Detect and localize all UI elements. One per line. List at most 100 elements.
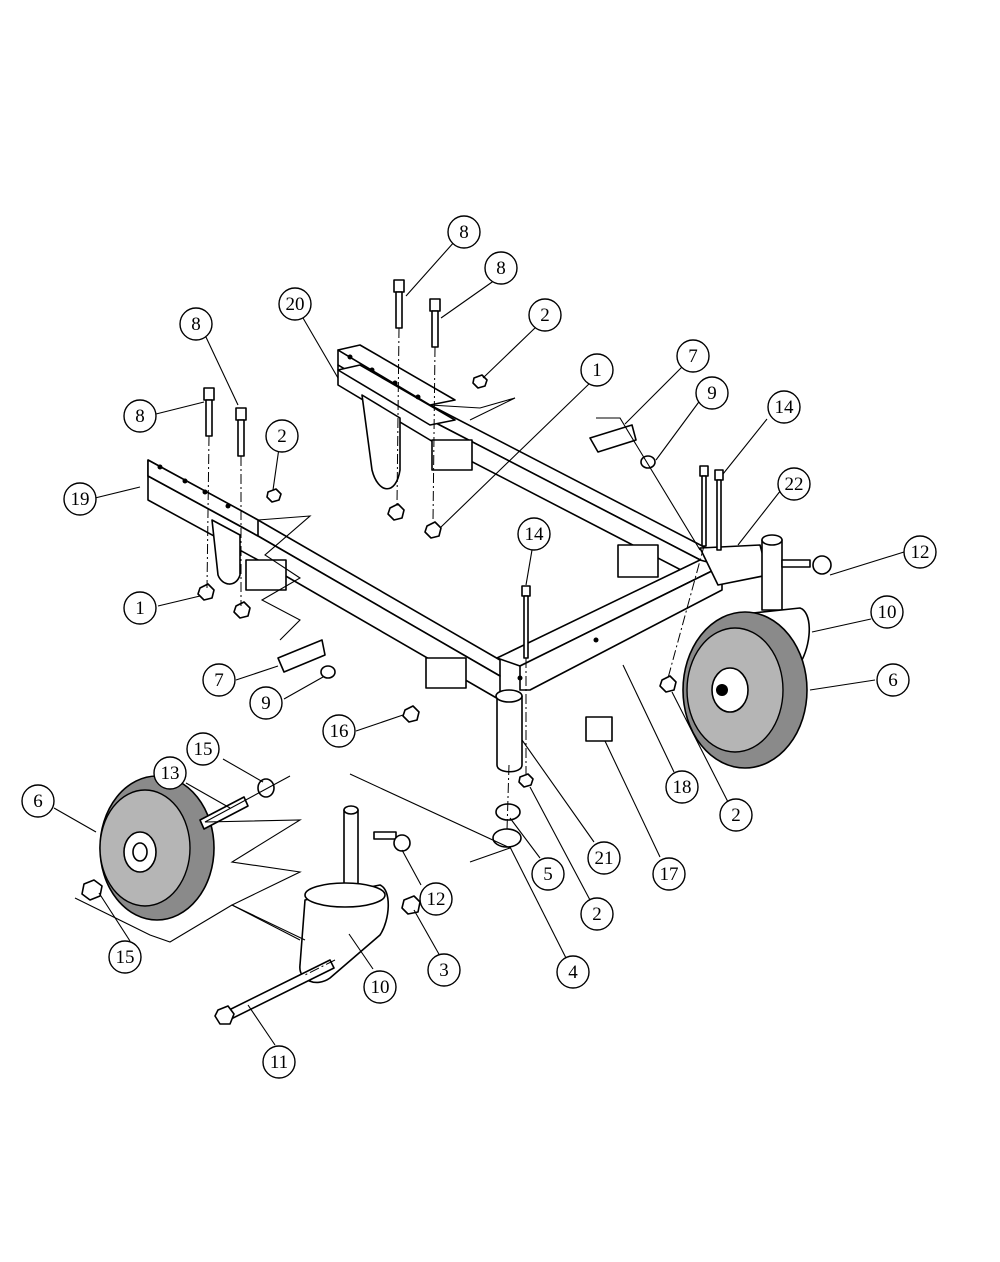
pull-pin-12-right (781, 555, 832, 575)
socket-back-right (617, 544, 659, 578)
callout-balloon-circle (262, 1045, 296, 1079)
callout-balloon-16: 16 (322, 714, 356, 748)
callout-balloon-label: 15 (116, 947, 135, 968)
callout-balloon-circle (767, 390, 801, 424)
callout-balloon-2: 2 (719, 798, 753, 832)
callout-balloon-10: 10 (870, 595, 904, 629)
front-rail-18 (496, 559, 723, 667)
callout-balloon-2: 2 (528, 298, 562, 332)
callout-balloon-circle (580, 897, 614, 931)
right-wheel-hub (711, 667, 749, 713)
callout-balloon-label: 2 (540, 305, 550, 326)
callout-balloon-4: 4 (556, 955, 590, 989)
callout-balloon-circle (278, 287, 312, 321)
callout-balloon-circle (186, 732, 220, 766)
callout-balloon-label: 12 (427, 889, 446, 910)
callout-balloon-10: 10 (363, 970, 397, 1004)
callout-balloon-circle (179, 307, 213, 341)
callout-balloon-circle (587, 841, 621, 875)
socket-left-front (245, 559, 287, 591)
nut-2-right (659, 675, 677, 693)
callout-balloon-label: 14 (525, 524, 545, 545)
left-gusset-plate (211, 519, 241, 585)
left-caster-pin-top (343, 805, 359, 815)
callout-balloon-circle (695, 376, 729, 410)
callout-balloon-label: 1 (592, 360, 602, 381)
leader-lines (53, 240, 905, 1046)
nut-2-left-lower (233, 601, 251, 619)
callout-balloon-1: 1 (580, 353, 614, 387)
front-rail-18-side (519, 565, 723, 691)
nut-1-back (424, 521, 442, 539)
callout-balloon-5: 5 (531, 857, 565, 891)
callout-balloon-7: 7 (676, 339, 710, 373)
callout-balloon-circle (363, 970, 397, 1004)
callout-balloon-11: 11 (262, 1045, 296, 1079)
callout-balloon-label: 19 (71, 489, 90, 510)
bolt-8-back-b (429, 298, 441, 348)
nut-2-back-lower (387, 503, 405, 521)
pin-9-back (640, 455, 656, 469)
callout-balloon-label: 3 (439, 960, 449, 981)
callout-balloon-circle (63, 482, 97, 516)
callout-balloon-label: 1 (135, 598, 145, 619)
callout-balloon-19: 19 (63, 482, 97, 516)
callout-balloon-label: 21 (595, 848, 614, 869)
pivot-tube-21-top (495, 689, 523, 703)
callout-balloon-circle (153, 756, 187, 790)
callout-balloon-circle (517, 517, 551, 551)
assembly-centerlines (74, 327, 705, 976)
callout-balloon-circle (876, 663, 910, 697)
callout-balloon-20: 20 (278, 287, 312, 321)
bolt-8-left-a (203, 387, 215, 437)
callout-balloon-label: 16 (330, 721, 349, 742)
pivot-tube-21 (496, 695, 523, 773)
bolt-8-left-b (235, 407, 247, 457)
callout-balloon-1: 1 (123, 591, 157, 625)
bolt-11-head (214, 1005, 235, 1025)
callout-balloon-circle (484, 251, 518, 285)
callout-balloon-label: 10 (878, 602, 897, 623)
callout-balloon-circle (21, 784, 55, 818)
callout-balloon-15: 15 (186, 732, 220, 766)
socket-front-mid (425, 657, 467, 689)
callout-balloon-circle (719, 798, 753, 832)
callout-balloon-18: 18 (665, 770, 699, 804)
callout-balloon-circle (447, 215, 481, 249)
callout-balloon-label: 9 (261, 693, 271, 714)
callout-balloon-15: 15 (108, 940, 142, 974)
callout-balloon-12: 12 (419, 882, 453, 916)
back-rail-extension-20b (337, 364, 456, 426)
callout-balloon-circle (652, 857, 686, 891)
callout-balloon-label: 6 (888, 670, 898, 691)
callout-balloon-label: 22 (785, 474, 804, 495)
left-caster-wheel (81, 775, 275, 921)
callout-balloon-circle (676, 339, 710, 373)
back-rail-extension-20 (337, 344, 456, 406)
callout-balloon-label: 8 (135, 406, 145, 427)
callout-balloon-label: 9 (707, 383, 717, 404)
callout-balloon-9: 9 (695, 376, 729, 410)
callout-balloon-label: 12 (911, 542, 930, 563)
callout-balloon-17: 17 (652, 857, 686, 891)
left-rail-extension (147, 459, 259, 537)
callout-balloon-circle (427, 953, 461, 987)
callout-balloon-label: 17 (660, 864, 679, 885)
nut-2-back-upper (472, 374, 488, 389)
callout-balloon-3: 3 (427, 953, 461, 987)
callout-balloon-14: 14 (767, 390, 801, 424)
nut-1-left (197, 583, 215, 601)
lock-clip-7-front (277, 639, 326, 673)
callout-balloon-14: 14 (517, 517, 551, 551)
callout-balloon-label: 13 (161, 763, 180, 784)
bolt-14-right-a (699, 465, 709, 547)
callout-balloon-8: 8 (447, 215, 481, 249)
hex-nut-15 (81, 879, 103, 901)
callout-balloon-label: 7 (688, 346, 698, 367)
callout-balloon-circle (123, 399, 157, 433)
callout-balloon-circle (202, 663, 236, 697)
callout-balloon-circle (123, 591, 157, 625)
callout-balloon-21: 21 (587, 841, 621, 875)
callout-balloon-7: 7 (202, 663, 236, 697)
callout-balloon-label: 2 (277, 426, 287, 447)
